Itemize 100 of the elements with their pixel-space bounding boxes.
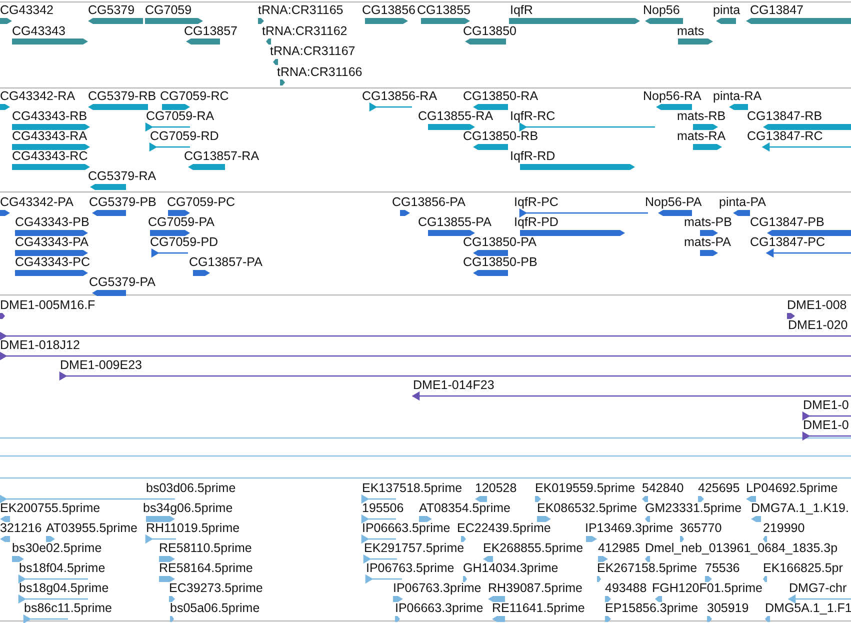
feature-label: CG43343-RC [12,149,88,163]
feature-label: pinta [713,3,740,17]
feature-label: RE58164.5prime [159,561,253,575]
feature-label: AT08354.5prime [419,501,510,515]
feature-label: LP04692.5prime [746,481,838,495]
feature-label: CG7059-PA [148,215,214,229]
feature-label: CG13857-PA [189,255,262,269]
feature-label: CG7059-RC [160,89,229,103]
feature-label: DME1-020 [788,318,848,332]
feature-label: tRNA:CR31167 [270,44,356,58]
feature-label: bs18f04.5prime [19,561,106,575]
feature-label: EP15856.3prime [605,601,698,615]
feature-label: IqfR-RD [510,149,556,163]
feature-label: CG13850 [463,24,517,38]
feature-label: AT03955.5prime [46,521,138,535]
feature-label: DMG5A.1_1.F1 [765,601,851,615]
feature-label: CG13850-PB [463,255,538,269]
feature-label: CG13856-RA [362,89,438,103]
feature-label: bs86c11.5prime [24,601,112,615]
feature-label: EK291757.5prime [364,541,464,555]
feature-label: CG43342-PA [0,195,74,209]
feature-label: 425695 [698,481,740,495]
feature-label: EK268855.5prime [483,541,584,555]
feature-label: CG13856-PA [392,195,466,209]
feature-label: bs30e02.5prime [12,541,102,555]
feature-label: CG13855-RA [418,109,494,123]
feature-label: mats-RB [677,109,726,123]
feature-label: 75536 [705,561,740,575]
feature-label: RH39087.5prime [488,581,582,595]
feature-label: IqfR [510,3,533,17]
feature-label: DME1-018J12 [0,338,80,352]
feature-label: CG5379-RB [88,89,156,103]
feature-label: GH14034.3prime [463,561,558,575]
feature-label: CG43343-PA [15,235,88,249]
feature-label: FGH120F01.5prime [652,581,762,595]
feature-label: pinta-RA [713,89,762,103]
feature-label: tRNA:CR31166 [277,64,362,78]
feature-label: IqfR-RC [510,109,556,123]
feature-label: CG5379 [88,3,135,17]
feature-label: mats-PA [684,235,731,249]
feature-label: tRNA:CR31162 [262,24,348,38]
feature-label: 365770 [680,521,722,535]
feature-label: CG13855-PA [418,215,492,229]
feature-label: CG13847 [750,3,804,17]
feature-label: DME1-0 [803,398,849,412]
feature-label: CG13850-RB [463,129,538,143]
feature-label: CG43343-PC [15,255,90,269]
feature-label: RE58110.5prime [159,541,252,555]
feature-label: Nop56-PA [645,195,702,209]
feature-label: IP06763.5prime [366,561,454,575]
feature-label: EK019559.5prime [535,481,636,495]
feature-label: CG5379-PB [89,195,156,209]
feature-label: Dmel_neb_013961_0684_1835.3p [645,541,838,555]
feature-label: EK267158.5prime [597,561,698,575]
feature-label: 219990 [763,521,805,535]
feature-label: DME1-009E23 [60,358,142,372]
feature-label: Nop56-RA [643,89,702,103]
feature-label: CG43343-RA [12,129,88,143]
feature-label: 195506 [362,501,404,515]
feature-label: DMG7-chr [789,581,847,595]
feature-label: 321216 [0,521,42,535]
feature-label: DME1-008 [787,298,847,312]
feature-label: tRNA:CR31165 [258,3,344,17]
feature-label: CG13847-PB [750,215,824,229]
feature-label: IqfR-PD [514,215,558,229]
feature-label: 305919 [707,601,749,615]
feature-label: CG7059-RD [150,129,219,143]
feature-label: GM23331.5prime [645,501,742,515]
feature-label: CG13847-RC [747,129,823,143]
feature-label: bs03d06.5prime [146,481,236,495]
feature-label: bs05a06.5prime [170,601,260,615]
feature-label: DME1-0 [803,418,849,432]
feature-label: DME1-014F23 [413,378,494,392]
feature-label: 542840 [642,481,684,495]
feature-label: CG7059-PC [167,195,236,209]
feature-label: IP06663.5prime [362,521,450,535]
feature-label: CG7059-PD [150,235,218,249]
feature-label: EK137518.5prime [362,481,462,495]
feature-label: mats-RA [677,129,726,143]
feature-label: CG43343 [12,24,66,38]
feature-label: 412985 [598,541,640,555]
feature-label: mats [677,24,704,38]
feature-label: EK166825.5pr [763,561,843,575]
feature-label: EK200755.5prime [0,501,100,515]
feature-label: Nop56 [643,3,680,17]
feature-label: CG5379-RA [88,169,156,183]
feature-label: CG13847-RB [747,109,822,123]
feature-label: IqfR-PC [514,195,558,209]
feature-label: CG13857 [184,24,238,38]
feature-label: bs34g06.5prime [143,501,233,515]
feature-label: CG13847-PC [750,235,826,249]
feature-label: RE11641.5prime [492,601,585,615]
feature-label: IP13469.3prime [585,521,674,535]
feature-label: CG13856 [362,3,416,17]
feature-label: DME1-005M16.F [0,298,96,312]
feature-label: 493488 [605,581,647,595]
feature-label: mats-PB [684,215,732,229]
feature-label: CG7059-RA [146,109,214,123]
feature-label: CG43342 [0,3,54,17]
feature-label: RH11019.5prime [146,521,240,535]
